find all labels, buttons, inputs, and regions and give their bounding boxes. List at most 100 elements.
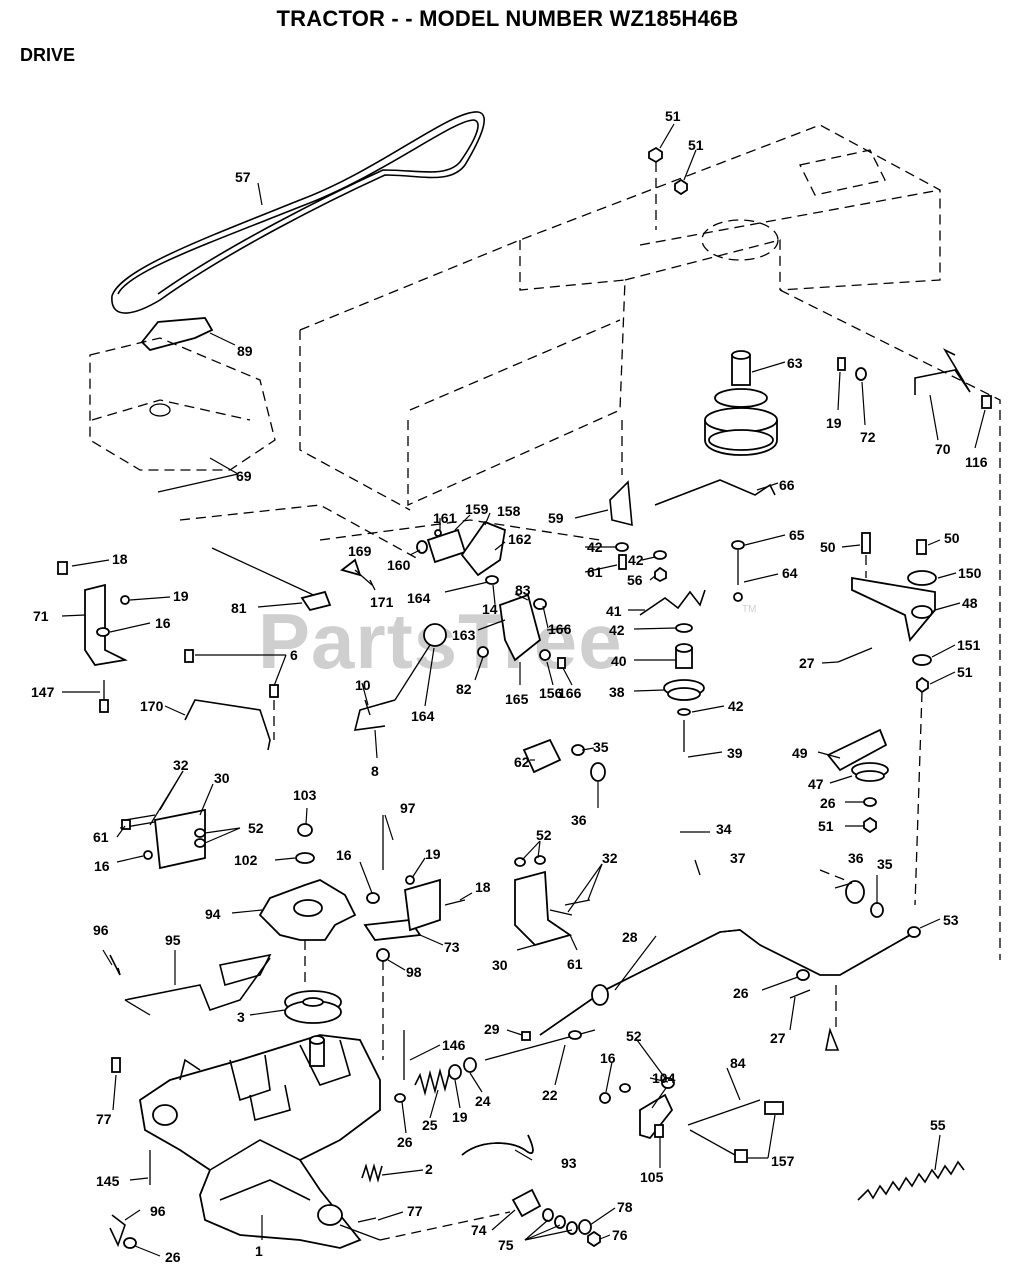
- transaxle-1: [139, 1034, 381, 1249]
- callout-14: 14: [482, 601, 498, 617]
- callout-81: 81: [231, 600, 247, 616]
- callout-27: 27: [770, 1030, 786, 1046]
- callout-56: 56: [627, 572, 643, 588]
- callout-75: 75: [498, 1237, 514, 1253]
- hose-93-inner: [461, 1134, 534, 1156]
- idler-pulley-38: [621, 420, 705, 752]
- callout-38: 38: [609, 684, 625, 700]
- axle-parts-74-78: [379, 1188, 601, 1248]
- fastener-19-72: [837, 357, 867, 381]
- section-heading: DRIVE: [20, 45, 76, 65]
- callout-104: 104: [652, 1070, 676, 1086]
- roller-159: [416, 528, 467, 564]
- drive-belt: [111, 111, 485, 314]
- callout-30: 30: [492, 957, 508, 973]
- callout-166: 166: [558, 685, 582, 701]
- callout-164: 164: [411, 708, 435, 724]
- callout-159: 159: [465, 501, 489, 517]
- fan-94: [258, 823, 357, 985]
- callout-72: 72: [860, 429, 876, 445]
- watermark-tm: TM: [742, 604, 756, 615]
- spring-25: [394, 1030, 477, 1103]
- rod-170: [184, 649, 279, 751]
- callout-16: 16: [600, 1050, 616, 1066]
- callout-169: 169: [348, 543, 372, 559]
- callout-51: 51: [665, 108, 681, 124]
- callout-10: 10: [355, 677, 371, 693]
- callout-70: 70: [935, 441, 951, 457]
- callout-61: 61: [567, 956, 583, 972]
- callout-84: 84: [730, 1055, 746, 1071]
- callout-116: 116: [965, 454, 988, 470]
- callout-64: 64: [782, 565, 798, 581]
- rod-22: [484, 1029, 596, 1061]
- callout-36: 36: [571, 812, 587, 828]
- callout-161: 161: [433, 510, 457, 526]
- callout-78: 78: [617, 1199, 633, 1215]
- hose-93: [461, 1134, 534, 1156]
- callout-16: 16: [336, 847, 352, 863]
- callout-30: 30: [214, 770, 230, 786]
- callout-52: 52: [536, 827, 552, 843]
- callout-42: 42: [628, 552, 644, 568]
- callout-42: 42: [587, 539, 603, 555]
- pin-77-lower: [357, 1217, 377, 1223]
- callout-19: 19: [452, 1109, 468, 1125]
- callout-150: 150: [958, 565, 982, 581]
- callout-22: 22: [542, 1087, 558, 1103]
- callout-42: 42: [728, 698, 744, 714]
- callout-28: 28: [622, 929, 638, 945]
- callout-6: 6: [290, 647, 298, 663]
- callout-16: 16: [94, 858, 110, 874]
- callout-27: 27: [799, 655, 815, 671]
- callout-96: 96: [93, 922, 109, 938]
- callout-71: 71: [33, 608, 49, 624]
- rod-41: [639, 589, 706, 616]
- callout-69: 69: [236, 468, 252, 484]
- callout-89: 89: [237, 343, 253, 359]
- callout-66: 66: [779, 477, 795, 493]
- callout-97: 97: [400, 800, 416, 816]
- callout-2: 2: [425, 1161, 433, 1177]
- callout-29: 29: [484, 1021, 500, 1037]
- callout-98: 98: [406, 964, 422, 980]
- rod-81: [211, 547, 332, 612]
- bracket-30-left: [119, 808, 206, 870]
- part-169-171: [340, 558, 376, 591]
- callout-52: 52: [626, 1028, 642, 1044]
- leader-37: [694, 859, 701, 876]
- callout-49: 49: [792, 745, 808, 761]
- callout-36: 36: [848, 850, 864, 866]
- callout-163: 163: [452, 627, 476, 643]
- pins-left: [109, 1057, 151, 1249]
- callout-47: 47: [808, 776, 824, 792]
- bracket-30-right: [514, 855, 591, 947]
- callout-41: 41: [606, 603, 622, 619]
- callout-39: 39: [727, 745, 743, 761]
- callout-53: 53: [943, 912, 959, 928]
- spring-55: [857, 1160, 965, 1201]
- callout-51: 51: [957, 664, 973, 680]
- callout-151: 151: [957, 637, 981, 653]
- callout-55: 55: [930, 1117, 946, 1133]
- callout-145: 145: [96, 1173, 120, 1189]
- bracket-158: [460, 520, 507, 577]
- callout-83: 83: [515, 582, 531, 598]
- washer-stack-42: [615, 542, 667, 583]
- callout-25: 25: [422, 1117, 438, 1133]
- callout-77: 77: [407, 1203, 423, 1219]
- callout-32: 32: [602, 850, 618, 866]
- callout-26: 26: [820, 795, 836, 811]
- callout-102: 102: [234, 852, 258, 868]
- callout-165: 165: [505, 691, 529, 707]
- bolt-27: [837, 647, 873, 663]
- pulley-63: [704, 350, 778, 456]
- bolt-116: [981, 395, 992, 409]
- callout-147: 147: [31, 684, 55, 700]
- callout-40: 40: [611, 653, 627, 669]
- linkage-84: [599, 1077, 784, 1163]
- callout-156: 156: [539, 685, 563, 701]
- leader-lines: [61, 123, 986, 1257]
- callout-59: 59: [548, 510, 564, 526]
